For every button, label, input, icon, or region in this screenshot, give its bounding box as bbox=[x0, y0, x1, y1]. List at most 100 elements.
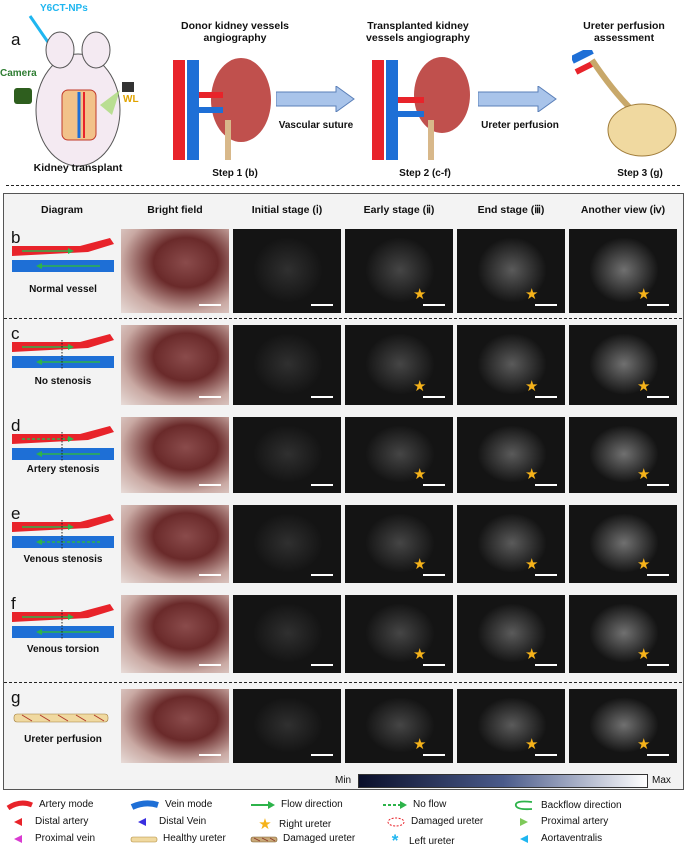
right-ureter-star: ★ bbox=[637, 646, 651, 663]
fluorescence-image: ★ bbox=[569, 325, 677, 405]
scale-bar bbox=[423, 396, 445, 398]
legend-healthy-ureter: Healthy ureter bbox=[130, 833, 226, 844]
artery-mode-icon bbox=[6, 800, 33, 810]
legend-artery-mode: Artery mode bbox=[6, 799, 93, 810]
section-divider bbox=[6, 185, 680, 186]
row-label: Venous stenosis bbox=[23, 554, 103, 565]
scale-bar bbox=[647, 304, 669, 306]
legend-flow-direction: Flow direction bbox=[250, 799, 343, 810]
right-ureter-star: ★ bbox=[413, 286, 427, 303]
colorbar bbox=[358, 774, 648, 788]
legend-distal-artery: Distal artery bbox=[10, 816, 88, 827]
panel-letter-a: a bbox=[11, 30, 21, 49]
header-end: End stage (ⅲ) bbox=[477, 204, 545, 216]
legend-aortaventralis-label: Aortaventralis bbox=[541, 833, 603, 844]
right-ureter-star: ★ bbox=[637, 378, 651, 395]
scale-bar bbox=[423, 754, 445, 756]
scale-bar bbox=[311, 574, 333, 576]
kidney-signal bbox=[589, 333, 659, 395]
scale-bar bbox=[199, 304, 221, 306]
right-ureter-star: ★ bbox=[525, 556, 539, 573]
row-divider bbox=[4, 682, 682, 683]
ureter-diagram bbox=[13, 713, 109, 723]
fluorescence-image: ★ bbox=[457, 417, 565, 493]
scale-bar bbox=[647, 484, 669, 486]
kidney-signal bbox=[477, 513, 547, 573]
kidney-signal bbox=[365, 237, 435, 303]
damaged-ureter-bar-icon bbox=[250, 836, 278, 842]
legend-left-ureter: * Left ureter bbox=[386, 831, 455, 851]
fluorescence-image bbox=[233, 325, 341, 405]
fluorescence-image: ★ bbox=[457, 229, 565, 313]
step1-sub: Step 1 (b) bbox=[212, 168, 258, 179]
vein-mode-icon bbox=[130, 799, 159, 810]
kidney-signal bbox=[253, 425, 323, 483]
legend-damaged-ureter-2-label: Damaged ureter bbox=[283, 833, 356, 844]
aortaventralis-arrowhead-icon bbox=[520, 834, 528, 843]
bright-field-image bbox=[121, 229, 229, 313]
legend-aortaventralis: Aortaventralis bbox=[516, 833, 602, 844]
step3-title: Ureter perfusion assessment bbox=[583, 20, 665, 44]
fluorescence-image bbox=[233, 417, 341, 493]
row-letter: c bbox=[11, 324, 20, 343]
scale-bar bbox=[311, 304, 333, 306]
legend-flow-direction-label: Flow direction bbox=[281, 799, 343, 810]
legend-left-ureter-label: Left ureter bbox=[409, 835, 455, 847]
fluorescence-image: ★ bbox=[569, 417, 677, 493]
scale-bar bbox=[423, 574, 445, 576]
star-icon: ★ bbox=[258, 816, 272, 833]
fluorescence-image: ★ bbox=[569, 229, 677, 313]
legend-right-ureter-label: Right ureter bbox=[279, 818, 332, 830]
fluorescence-image: ★ bbox=[569, 505, 677, 583]
kidney-signal bbox=[589, 425, 659, 483]
arrow-2 bbox=[478, 86, 557, 112]
kidney-signal bbox=[477, 237, 547, 303]
kidney-signal bbox=[253, 237, 323, 303]
bright-field-image bbox=[121, 417, 229, 493]
legend-backflow-label: Backflow direction bbox=[541, 799, 622, 811]
fluorescence-image: ★ bbox=[457, 595, 565, 673]
kidney-signal bbox=[589, 513, 659, 573]
fluorescence-image: ★ bbox=[345, 505, 453, 583]
kidney-signal bbox=[589, 697, 659, 753]
scale-bar bbox=[199, 396, 221, 398]
scale-bar bbox=[199, 484, 221, 486]
row-divider bbox=[4, 318, 682, 319]
scale-bar bbox=[423, 484, 445, 486]
step2-title: Transplanted kidney vessels angiography bbox=[366, 20, 470, 44]
legend-damaged-ureter: Damaged ureter bbox=[386, 816, 483, 827]
row-label: Ureter perfusion bbox=[24, 734, 102, 745]
colorbar-max: Max bbox=[652, 775, 671, 786]
scale-bar bbox=[311, 754, 333, 756]
vessel-diagram bbox=[12, 514, 114, 550]
scale-bar bbox=[535, 304, 557, 306]
scale-bar bbox=[535, 484, 557, 486]
legend-backflow: Backflow direction bbox=[512, 799, 622, 811]
right-ureter-star: ★ bbox=[525, 378, 539, 395]
scale-bar bbox=[535, 664, 557, 666]
right-ureter-star: ★ bbox=[413, 466, 427, 483]
fluorescence-image: ★ bbox=[345, 417, 453, 493]
row-letter: f bbox=[11, 594, 16, 613]
bright-field-image bbox=[121, 325, 229, 405]
flow-arrow-icon bbox=[251, 800, 275, 809]
kidney-signal bbox=[477, 425, 547, 483]
legend-distal-vein-label: Distal Vein bbox=[159, 816, 207, 827]
asterisk-icon: * bbox=[391, 831, 399, 850]
fluorescence-image: ★ bbox=[569, 689, 677, 763]
right-ureter-star: ★ bbox=[637, 286, 651, 303]
fluorescence-image: ★ bbox=[345, 689, 453, 763]
scale-bar bbox=[535, 754, 557, 756]
fluorescence-image: ★ bbox=[569, 595, 677, 673]
vessel-diagram bbox=[12, 334, 114, 370]
arrow-1 bbox=[276, 86, 355, 112]
scale-bar bbox=[423, 304, 445, 306]
vessel-diagram bbox=[12, 426, 114, 462]
legend-damaged-ureter-label: Damaged ureter bbox=[411, 816, 484, 827]
transplant-kidney-illustration bbox=[372, 57, 470, 160]
scale-bar bbox=[199, 574, 221, 576]
distal-vein-arrowhead-icon bbox=[138, 817, 146, 826]
scale-bar bbox=[199, 754, 221, 756]
legend-vein-mode-label: Vein mode bbox=[165, 799, 213, 810]
mouse-illustration bbox=[14, 15, 134, 167]
